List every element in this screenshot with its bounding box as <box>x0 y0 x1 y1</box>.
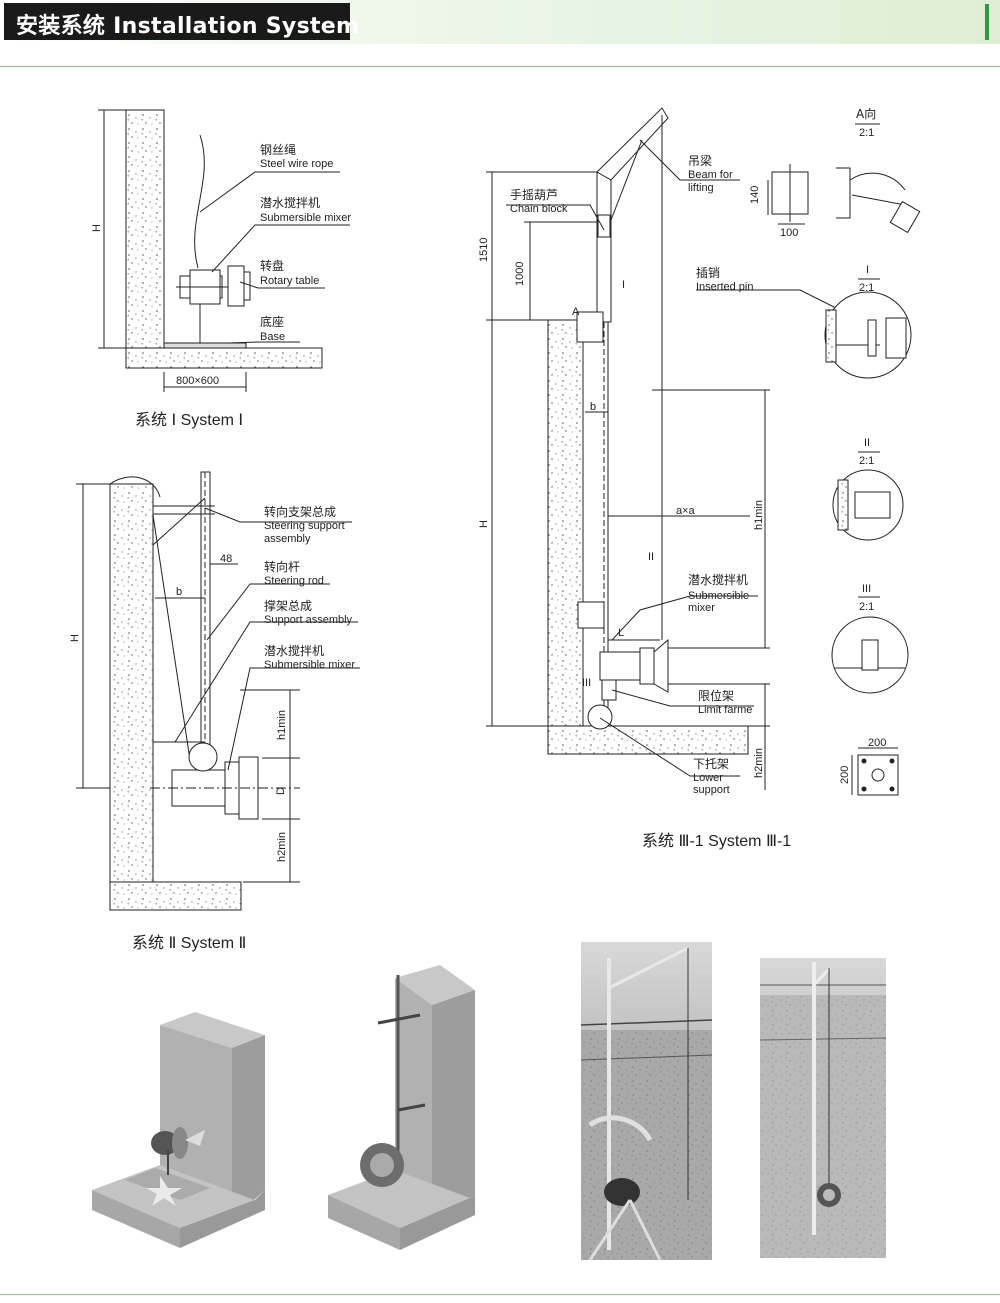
label-wire-rope-en: Steel wire rope <box>260 158 333 170</box>
dim-h-1: H <box>91 224 103 232</box>
header-bar: 安装系统 Installation System <box>0 0 1000 44</box>
label-mixer-cn-3: 潜水搅拌机 <box>688 572 748 587</box>
detail-a-view-title: A向 <box>856 106 876 121</box>
label-beam-en1: Beam for <box>688 169 733 181</box>
dim-h1-3: h1min <box>753 500 765 530</box>
dim-b-3: b <box>590 401 596 413</box>
dim-a: A <box>572 306 580 318</box>
system-2-labels: 转向支架总成 Steering support assembly 转向杆 Ste… <box>69 504 355 952</box>
photo-1 <box>580 942 713 1261</box>
label-pin-en: Inserted pin <box>696 281 753 293</box>
detail-iii-title: III <box>862 583 871 595</box>
label-chain-block-cn: 手摇葫芦 <box>510 188 558 202</box>
label-beam-cn: 吊梁 <box>688 153 712 168</box>
header-accent <box>985 4 989 40</box>
dim-i: I <box>622 279 625 291</box>
label-steering-rod-cn: 转向杆 <box>264 559 300 574</box>
label-mixer-en1-3: Submersible <box>688 590 749 602</box>
system-1-drawing <box>98 109 350 392</box>
label-base-cn: 底座 <box>260 314 284 329</box>
detail-iii-ratio: 2:1 <box>859 601 874 613</box>
dim-iii: III <box>582 677 591 689</box>
label-lower-cn: 下托架 <box>693 757 729 771</box>
label-steering-support-en2: assembly <box>264 533 311 545</box>
label-wire-rope-cn: 钢丝绳 <box>260 143 296 157</box>
dim-h-3: H <box>478 520 490 528</box>
label-mixer-en2-3: mixer <box>688 602 715 614</box>
label-mixer-en-1: Submersible mixer <box>260 212 351 224</box>
detail-i-title: I <box>866 264 869 276</box>
dim-base-size: 800×600 <box>176 375 219 387</box>
dim-b-2: b <box>176 586 182 598</box>
detail-ii-title: II <box>864 437 870 449</box>
detail-ii-ratio: 2:1 <box>859 455 874 467</box>
label-steering-support-en1: Steering support <box>264 520 345 532</box>
dim-1510: 1510 <box>478 238 490 262</box>
dim-200-side: 200 <box>839 766 851 784</box>
bottom-rule <box>0 1294 1000 1295</box>
system-2-drawing <box>76 471 360 911</box>
dim-d: D <box>275 787 287 795</box>
dim-100: 100 <box>780 227 798 239</box>
label-chain-block-en: Chain block <box>510 203 568 215</box>
page-title: 安装系统 Installation System <box>16 14 360 39</box>
label-rotary-cn: 转盘 <box>260 258 284 273</box>
dim-h-2: H <box>69 634 81 642</box>
dim-ii: II <box>648 551 654 563</box>
system-3-drawing <box>486 107 921 796</box>
dim-h2-2: h2min <box>276 832 288 862</box>
label-limit-cn: 限位架 <box>698 688 734 703</box>
system-3-labels: 手摇葫芦 Chain block 吊梁 Beam for lifting 插销 … <box>478 106 886 850</box>
dim-140: 140 <box>749 186 761 204</box>
label-mixer-cn-2: 潜水搅拌机 <box>264 643 324 658</box>
caption-system-2: 系统 Ⅱ System Ⅱ <box>132 934 246 952</box>
label-lower-en1: Lower <box>693 772 723 784</box>
dim-48: 48 <box>220 553 232 565</box>
title-box: 安装系统 Installation System <box>4 3 359 40</box>
dim-h1-2: h1min <box>276 710 288 740</box>
label-support-cn: 撑架总成 <box>264 598 312 613</box>
label-beam-en2: lifting <box>688 182 714 194</box>
top-rule <box>0 66 1000 67</box>
render-system-2 <box>328 965 475 1250</box>
dim-axa: a×a <box>676 505 696 517</box>
dim-200-top: 200 <box>868 737 886 749</box>
system-1-labels: 钢丝绳 Steel wire rope 潜水搅拌机 Submersible mi… <box>91 143 351 429</box>
photo-2 <box>759 958 887 1258</box>
detail-i-ratio: 2:1 <box>859 282 874 294</box>
render-system-1 <box>92 1012 265 1248</box>
dim-l: L <box>618 627 624 639</box>
detail-a-ratio: 2:1 <box>859 127 874 139</box>
label-lower-en2: support <box>693 784 730 796</box>
label-base-en: Base <box>260 331 285 343</box>
label-support-en: Support assembly <box>264 614 353 626</box>
dim-1000: 1000 <box>514 262 526 286</box>
label-mixer-en-2: Submersible mixer <box>264 659 355 671</box>
label-rotary-en: Rotary table <box>260 275 319 287</box>
label-steering-rod-en: Steering rod <box>264 575 324 587</box>
label-pin-cn: 插销 <box>696 266 720 280</box>
dim-h2-3: h2min <box>753 748 765 778</box>
label-limit-en: Limit farme <box>698 704 752 716</box>
label-mixer-cn-1: 潜水搅拌机 <box>260 195 320 210</box>
caption-system-1: 系统 Ⅰ System Ⅰ <box>135 411 243 429</box>
caption-system-3: 系统 Ⅲ-1 System Ⅲ-1 <box>642 832 791 850</box>
label-steering-support-cn: 转向支架总成 <box>264 504 336 519</box>
